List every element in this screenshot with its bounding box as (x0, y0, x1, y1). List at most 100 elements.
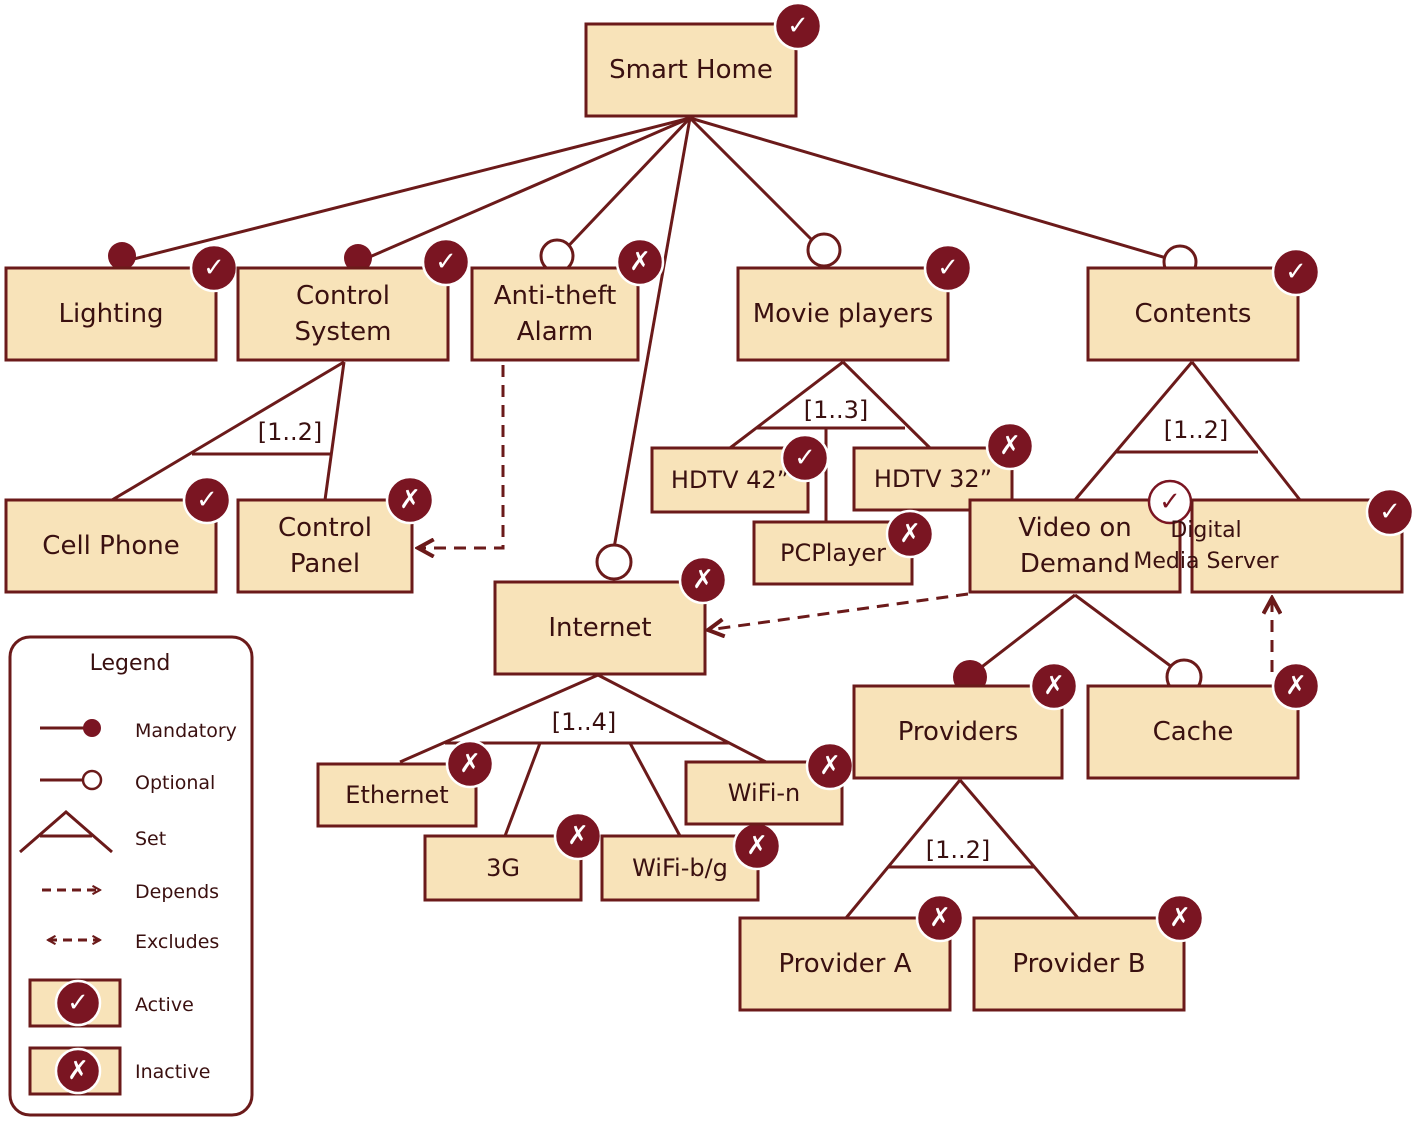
legend-inactive-label: Inactive (135, 1061, 210, 1083)
legend-active-label: Active (135, 994, 194, 1016)
inactive-badge-provider-b (1155, 893, 1205, 943)
edge-internet-wifin (597, 673, 767, 764)
feature-box-contents (1086, 266, 1300, 362)
set-label-control-system: [1..2] (258, 418, 323, 446)
edge-mp-hdtv42 (729, 360, 844, 450)
edge-internet-ethernet (399, 673, 599, 764)
feature-label-hdtv42: HDTV 42” (671, 466, 789, 494)
edges (111, 116, 1302, 919)
feature-label-control-panel-line-2: Panel (290, 549, 360, 579)
feature-node-pcplayer: PCPlayer ✗ (752, 509, 935, 586)
legend: Legend Mandatory Optional Set Depends Ex… (8, 635, 254, 1117)
feature-box-provider-a (738, 916, 952, 1012)
feature-label-providers: Providers (898, 717, 1019, 747)
feature-label-ethernet: Ethernet (345, 781, 448, 809)
legend-mandatory-label: Mandatory (135, 720, 237, 742)
feature-node-g3: 3G✗ (423, 811, 603, 902)
feature-box-g3 (423, 834, 583, 902)
depends-vod-internet (708, 592, 969, 630)
set-label-providers: [1..2] (926, 836, 991, 864)
feature-label-pcplayer: PCPlayer (780, 539, 886, 567)
inactive-badge-ethernet (445, 739, 495, 789)
cross-icon: ✗ (1169, 903, 1191, 933)
feature-node-internet: Internet ✗ (493, 555, 728, 676)
check-icon: ✓ (1285, 257, 1307, 287)
legend-depends-label: Depends (135, 881, 219, 903)
set-labels: [1..2] [1..3] [1..2] [1..4] [1..2] (258, 396, 1229, 864)
edge-providers-a (844, 779, 962, 919)
feature-box-control-system (236, 266, 450, 362)
feature-label-movie-players: Movie players (753, 299, 934, 329)
feature-node-cell-phone: Cell Phone✓ (4, 475, 232, 594)
feature-box-smart-home (584, 22, 798, 118)
edge-contents-dms (1190, 361, 1302, 501)
feature-node-provider-a: Provider A✗ (738, 893, 965, 1012)
edge-mp-hdtv32 (841, 360, 932, 450)
inactive-badge-control-panel (385, 475, 435, 525)
feature-label-lighting: Lighting (58, 299, 163, 329)
edge-internet-wifibg (628, 742, 682, 837)
feature-label-video-on-demand-line-1: Video on (1018, 513, 1132, 543)
cross-icon: ✗ (1285, 671, 1307, 701)
legend-optional-label: Optional (135, 772, 215, 794)
edge-providers-b (958, 779, 1080, 919)
feature-box-cell-phone (4, 498, 218, 594)
feature-box-control-panel (236, 498, 414, 594)
feature-node-video-on-demand: Video on Demand ✓ (968, 479, 1193, 594)
cross-icon: ✗ (819, 751, 841, 781)
feature-box-providers (852, 684, 1064, 780)
feature-node-hdtv42: HDTV 42”✓ (650, 433, 830, 514)
inactive-badge-pcplayer (885, 509, 935, 559)
active-badge-hdtv42 (780, 433, 830, 483)
feature-label-cache: Cache (1153, 717, 1234, 747)
cross-icon: ✗ (692, 565, 714, 595)
cross-icon: ✗ (399, 485, 421, 515)
cross-icon: ✗ (1043, 671, 1065, 701)
edge-root-movie-players (688, 116, 826, 254)
feature-label-video-on-demand-line-2: Demand (1020, 549, 1130, 579)
feature-label-wifi-n: WiFi-n (728, 779, 800, 807)
set-label-movie-players: [1..3] (804, 396, 869, 424)
edge-contents-vod (1073, 361, 1194, 501)
edge-cs-cellphone (111, 360, 345, 502)
legend-box (8, 635, 254, 1117)
cross-icon: ✗ (459, 749, 481, 779)
feature-node-lighting: Lighting✓ (4, 243, 239, 362)
edge-root-internet (612, 117, 692, 549)
feature-node-contents: Contents ✓ (1086, 247, 1321, 362)
check-icon: ✓ (1159, 487, 1181, 517)
feature-label-control-system-line-1: Control (296, 281, 390, 311)
feature-node-wifi-bg: WiFi-b/g✗ (600, 821, 782, 902)
cross-icon: ✗ (746, 831, 768, 861)
edge-root-contents (689, 116, 1181, 264)
feature-node-smart-home: Smart Home✓ (584, 1, 823, 118)
cross-icon: ✗ (999, 431, 1021, 461)
feature-label-control-panel-line-1: Control (278, 513, 372, 543)
optional-dot-internet (595, 543, 633, 581)
feature-box-lighting (4, 266, 218, 362)
inactive-badge-anti-theft-alarm (615, 237, 665, 287)
feature-label-anti-theft-alarm-line-1: Anti-theft (494, 281, 617, 311)
feature-label-hdtv32: HDTV 32” (874, 465, 992, 493)
cross-icon: ✗ (567, 821, 589, 851)
feature-node-hdtv32: HDTV 32”✗ (852, 421, 1035, 512)
legend-set-triangle (19, 810, 113, 854)
feature-label-contents: Contents (1135, 299, 1252, 329)
feature-label-internet: Internet (548, 613, 651, 643)
check-icon: ✓ (1379, 497, 1401, 527)
edge-vod-cache (1074, 593, 1185, 678)
feature-box-movie-players (736, 266, 950, 362)
inactive-badge-cache (1271, 661, 1321, 711)
feature-node-provider-b: Provider B✗ (972, 893, 1205, 1012)
legend-optional-dot (81, 769, 103, 791)
optional-dot-movie-players (806, 232, 842, 268)
cross-icon: ✗ (899, 519, 921, 549)
legend-inactive-badge (54, 1047, 102, 1095)
feature-label-control-system-line-2: System (295, 317, 392, 347)
inactive-badge-internet (678, 555, 728, 605)
set-label-internet: [1..4] (552, 708, 617, 736)
edge-internet-3g (503, 742, 542, 837)
